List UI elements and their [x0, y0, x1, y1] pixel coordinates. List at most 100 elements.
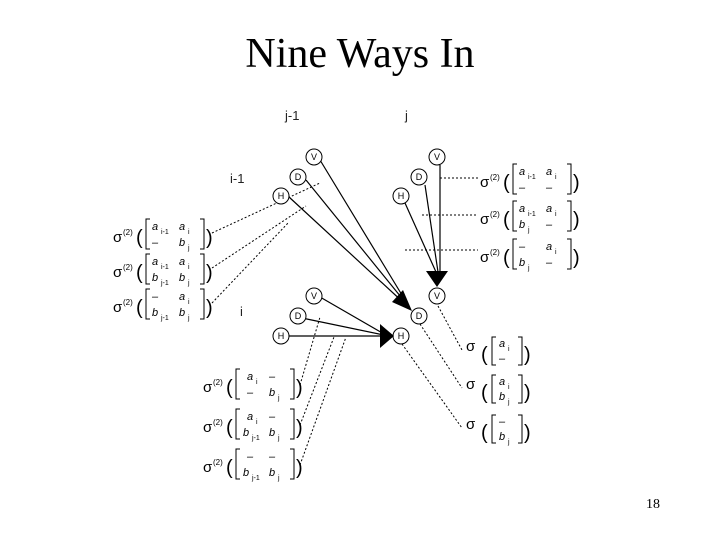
node-letter-d-bl: D — [295, 311, 302, 321]
term-a: a — [519, 203, 525, 215]
sigma-symbol: σ — [480, 174, 490, 191]
node-letter-h-br: H — [398, 331, 405, 341]
bracket-left — [235, 368, 240, 400]
sub-j: j — [507, 399, 510, 406]
left-paren: ( — [226, 417, 233, 439]
term-gap: – — [498, 353, 506, 365]
node-v-bl — [305, 287, 323, 305]
sub-i: i — [555, 249, 557, 256]
sub-j: j — [507, 439, 510, 446]
node-h-tr — [392, 187, 410, 205]
term-gap: – — [518, 182, 526, 194]
bracket-right — [290, 408, 295, 440]
bracket-right — [518, 374, 523, 404]
term-b: b — [152, 272, 158, 284]
edge-d-bl — [301, 317, 385, 336]
sigma-symbol: σ — [480, 211, 490, 228]
term-b: b — [152, 307, 158, 319]
bracket-left — [235, 408, 240, 440]
right-paren: ) — [206, 227, 213, 249]
term-a: a — [247, 371, 253, 383]
node-letter-d-br: D — [416, 311, 423, 321]
sub-i: i — [188, 229, 190, 236]
term-a: a — [179, 291, 185, 303]
sigma-symbol: σ — [203, 459, 213, 476]
left-paren: ( — [136, 262, 143, 284]
bracket-left — [512, 238, 517, 270]
term-b: b — [519, 219, 525, 231]
bracket-left — [145, 218, 150, 250]
left-paren: ( — [136, 297, 143, 319]
right-paren: ) — [524, 422, 531, 444]
sigma-symbol: σ — [113, 264, 123, 281]
bracket-right — [567, 200, 572, 232]
sub-i-minus-1: i-1 — [161, 264, 169, 271]
sub-i: i — [555, 174, 557, 181]
node-d-tl — [289, 168, 307, 186]
edge-h-tl — [288, 196, 406, 305]
sigma-symbol: σ — [113, 299, 123, 316]
right-paren: ) — [296, 457, 303, 479]
expr-br-3: σ ( – b j ) — [466, 414, 531, 446]
bracket-left — [512, 163, 517, 195]
expr-tr-3: σ (2) ( – a i b j – ) — [480, 238, 580, 272]
term-b: b — [179, 272, 185, 284]
node-letter-h-tl: H — [278, 191, 285, 201]
left-paren: ( — [481, 382, 488, 404]
edge-v-tl — [319, 159, 406, 301]
right-paren: ) — [524, 382, 531, 404]
arrowheads — [380, 271, 448, 348]
term-b: b — [179, 307, 185, 319]
sigma-symbol: σ — [480, 249, 490, 266]
slide-title: Nine Ways In — [245, 31, 475, 77]
bracket-right — [200, 288, 205, 320]
slide-number: 18 — [646, 497, 660, 512]
left-paren: ( — [503, 209, 510, 231]
term-a: a — [546, 241, 552, 253]
sub-j: j — [187, 315, 190, 322]
term-b: b — [499, 391, 505, 403]
sigma-symbol: σ — [203, 379, 213, 396]
edges — [288, 159, 441, 337]
sub-j: j — [527, 227, 530, 234]
superscript-2: (2) — [213, 378, 223, 387]
dot-br-1 — [437, 305, 463, 351]
bracket-left — [235, 448, 240, 480]
term-b: b — [243, 467, 249, 479]
bracket-right — [567, 163, 572, 195]
term-gap: – — [268, 371, 276, 383]
term-gap: – — [518, 241, 526, 253]
nodes — [272, 148, 446, 345]
sigma-symbol: σ — [203, 419, 213, 436]
label-i-minus-1: i-1 — [230, 171, 244, 186]
right-paren: ) — [573, 172, 580, 194]
bracket-left — [145, 253, 150, 285]
term-b: b — [269, 467, 275, 479]
sub-i-minus-1: i-1 — [161, 229, 169, 236]
expr-br-1: σ ( a i – ) — [466, 336, 531, 366]
term-b: b — [269, 387, 275, 399]
edge-d-tr — [424, 184, 439, 273]
node-letter-v-bl: V — [311, 291, 317, 301]
sub-j: j — [527, 265, 530, 272]
node-d-bl — [289, 307, 307, 325]
term-a: a — [179, 221, 185, 233]
sub-j-minus-1: j-1 — [160, 280, 169, 287]
term-a: a — [247, 411, 253, 423]
dot-tl-3 — [211, 221, 290, 304]
sigma-symbol: σ — [113, 229, 123, 246]
right-paren: ) — [573, 209, 580, 231]
bracket-right — [200, 218, 205, 250]
expr-br-2: σ ( a i b j ) — [466, 374, 531, 406]
sigma-symbol: σ — [466, 416, 476, 433]
term-gap: – — [545, 257, 553, 269]
term-gap: – — [151, 237, 159, 249]
arrowhead-down — [426, 271, 448, 287]
sub-j: j — [187, 245, 190, 252]
term-b: b — [179, 237, 185, 249]
right-paren: ) — [206, 262, 213, 284]
sub-i: i — [555, 211, 557, 218]
term-gap: – — [268, 451, 276, 463]
node-letter-h-tr: H — [398, 191, 405, 201]
term-a: a — [499, 338, 505, 350]
